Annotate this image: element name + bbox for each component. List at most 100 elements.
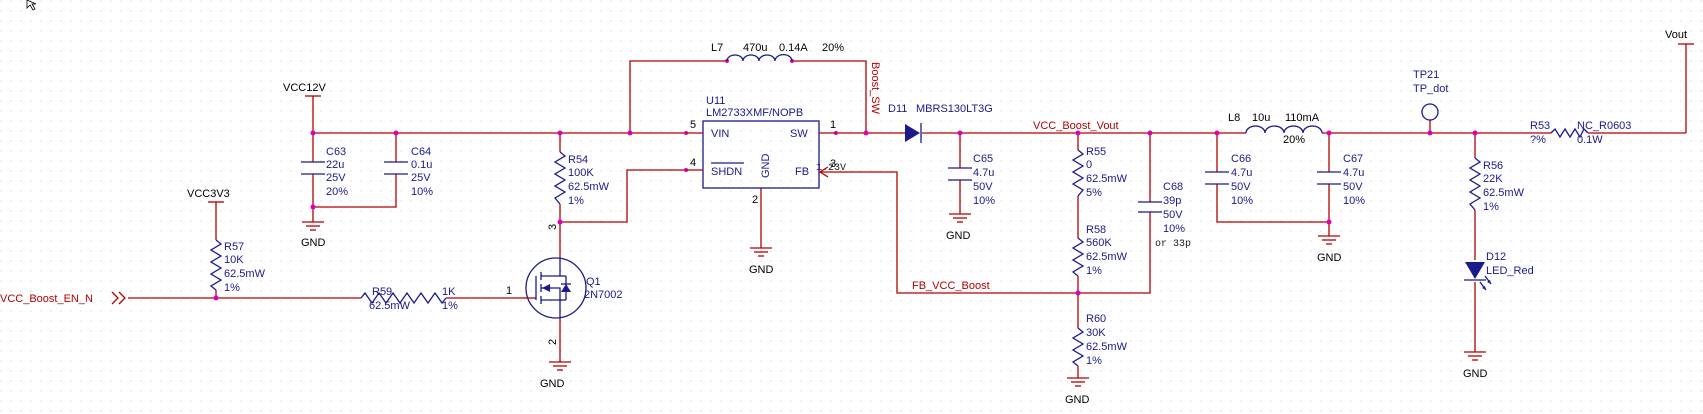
capacitor-c67[interactable]: C67 4.7u 50V 10% bbox=[1317, 153, 1365, 207]
c63-tol: 20% bbox=[326, 186, 348, 198]
inductor-l7[interactable]: L7 470u 0.14A 20% bbox=[711, 42, 844, 62]
r53-value: ?% bbox=[1530, 134, 1546, 146]
r58-p: 62.5mW bbox=[1086, 251, 1128, 263]
ground-icon: GND bbox=[301, 221, 326, 249]
ground-symbols: GND GND GND GND GND GND GND bbox=[301, 213, 1488, 406]
u11-pin1-num: 1 bbox=[830, 119, 836, 131]
resistor-r53[interactable]: R53 ?% NC_R0603 0.1W bbox=[1530, 120, 1631, 146]
capacitor-c64[interactable]: C64 0.1u 25V 10% bbox=[384, 146, 433, 198]
svg-text:GND: GND bbox=[540, 378, 565, 390]
r55-tol: 5% bbox=[1086, 187, 1102, 199]
u11-ref: U11 bbox=[706, 95, 725, 107]
tp21-ref: TP21 bbox=[1413, 69, 1439, 81]
c67-tol: 10% bbox=[1343, 195, 1365, 207]
testpoint-tp21[interactable]: TP21 TP_dot bbox=[1413, 69, 1448, 121]
l8-tol: 20% bbox=[1283, 134, 1305, 146]
c63-value: 22u bbox=[326, 159, 344, 171]
net-labels: VCC12V VCC3V3 Vout VCC_Boost_EN_N Boost_… bbox=[0, 29, 1694, 305]
resistor-r59[interactable]: R59 1K 62.5mW 1% bbox=[360, 286, 458, 312]
net-vout: Vout bbox=[1665, 29, 1687, 41]
ground-icon: GND bbox=[1065, 377, 1090, 406]
u11-pin-gnd: GND bbox=[760, 154, 772, 179]
c63-v: 25V bbox=[326, 172, 346, 184]
capacitor-c68[interactable]: C68 39p 50V 10% or 33p bbox=[1138, 181, 1191, 250]
tp21-part: TP_dot bbox=[1413, 83, 1448, 95]
d12-part: LED_Red bbox=[1486, 265, 1534, 277]
r56-tol: 1% bbox=[1483, 201, 1499, 213]
svg-text:GND: GND bbox=[946, 230, 971, 242]
fb-voltage-label: 1.23V bbox=[816, 163, 846, 174]
l7-value: 470u bbox=[743, 42, 767, 54]
c63-ref: C63 bbox=[326, 146, 346, 158]
resistor-r54[interactable]: R54 100K 62.5mW 1% bbox=[553, 151, 610, 207]
u11-part: LM2733XMF/NOPB bbox=[706, 107, 803, 119]
wires bbox=[128, 44, 1687, 378]
resistor-r57[interactable]: R57 10K 62.5mW 1% bbox=[209, 239, 266, 294]
l7-tol: 20% bbox=[822, 42, 844, 54]
r54-tol: 1% bbox=[568, 195, 584, 207]
led-d12[interactable]: D12 LED_Red bbox=[1464, 251, 1534, 291]
net-vcc-boost-en: VCC_Boost_EN_N bbox=[0, 293, 93, 305]
r59-value: 1K bbox=[442, 286, 456, 298]
svg-text:GND: GND bbox=[1463, 368, 1488, 380]
capacitor-c65[interactable]: C65 4.7u 50V 10% bbox=[948, 153, 995, 207]
l8-current: 110mA bbox=[1285, 112, 1320, 124]
u11-pin3-num: 3 bbox=[830, 158, 836, 170]
r56-p: 62.5mW bbox=[1483, 187, 1525, 199]
resistor-r58[interactable]: R58 560K 62.5mW 1% bbox=[1071, 224, 1128, 277]
r55-p: 62.5mW bbox=[1086, 173, 1128, 185]
d11-ref: D11 bbox=[888, 103, 907, 115]
c64-v: 25V bbox=[411, 172, 431, 184]
u11-pin-fb: FB bbox=[795, 166, 809, 178]
u11-pin-sw: SW bbox=[790, 128, 808, 140]
ground-icon: GND bbox=[1317, 235, 1342, 264]
capacitor-c63[interactable]: C63 22u 25V 20% bbox=[301, 146, 348, 198]
net-fb-vcc-boost: FB_VCC_Boost bbox=[912, 280, 990, 292]
u11-pin-shdn: SHDN bbox=[711, 166, 742, 178]
resistor-r60[interactable]: R60 30K 62.5mW 1% bbox=[1071, 313, 1128, 367]
diode-d11[interactable]: D11 MBRS130LT3G bbox=[888, 103, 993, 143]
l7-current: 0.14A bbox=[779, 42, 808, 54]
inductor-l8[interactable]: L8 10u 110mA 20% bbox=[1228, 112, 1323, 146]
r60-value: 30K bbox=[1086, 327, 1106, 339]
r53-p: 0.1W bbox=[1577, 134, 1603, 146]
svg-text:GND: GND bbox=[301, 237, 326, 249]
q1-part: 2N7002 bbox=[584, 289, 623, 301]
c65-ref: C65 bbox=[973, 153, 993, 165]
c67-value: 4.7u bbox=[1343, 167, 1364, 179]
r57-p: 62.5mW bbox=[224, 268, 266, 280]
c65-tol: 10% bbox=[973, 195, 995, 207]
cursor-icon bbox=[26, 0, 37, 11]
capacitor-c66[interactable]: C66 4.7u 50V 10% bbox=[1205, 153, 1253, 207]
svg-text:GND: GND bbox=[1065, 394, 1090, 406]
l7-ref: L7 bbox=[711, 42, 723, 54]
svg-text:GND: GND bbox=[1317, 252, 1342, 264]
ground-icon: GND bbox=[946, 213, 971, 242]
l8-ref: L8 bbox=[1228, 112, 1240, 124]
r58-value: 560K bbox=[1086, 237, 1112, 249]
r54-value: 100K bbox=[568, 167, 594, 179]
ic-u11[interactable]: U11 LM2733XMF/NOPB VIN SW SHDN GND FB 5 … bbox=[686, 95, 836, 206]
c68-note: or 33p bbox=[1155, 239, 1191, 250]
net-boost-sw: Boost_SW bbox=[869, 62, 881, 115]
r56-ref: R56 bbox=[1483, 160, 1503, 172]
q1-source-num: 2 bbox=[547, 339, 559, 345]
resistor-r55[interactable]: R55 0 62.5mW 5% bbox=[1071, 146, 1128, 199]
c68-value: 39p bbox=[1163, 195, 1181, 207]
r60-p: 62.5mW bbox=[1086, 341, 1128, 353]
c67-v: 50V bbox=[1343, 181, 1363, 193]
r59-tol: 1% bbox=[442, 300, 458, 312]
q1-drain-num: 3 bbox=[547, 224, 559, 230]
r57-ref: R57 bbox=[224, 241, 244, 253]
c66-ref: C66 bbox=[1231, 153, 1251, 165]
net-vcc-boost-vout: VCC_Boost_Vout bbox=[1033, 120, 1119, 132]
c64-tol: 10% bbox=[411, 186, 433, 198]
u11-pin-vin: VIN bbox=[711, 128, 729, 140]
c68-tol: 10% bbox=[1163, 223, 1185, 235]
r55-value: 0 bbox=[1086, 159, 1092, 171]
resistor-r56[interactable]: R56 22K 62.5mW 1% bbox=[1468, 157, 1525, 213]
mosfet-q1[interactable]: Q1 2N7002 1 3 2 bbox=[506, 224, 623, 345]
c67-ref: C67 bbox=[1343, 153, 1363, 165]
